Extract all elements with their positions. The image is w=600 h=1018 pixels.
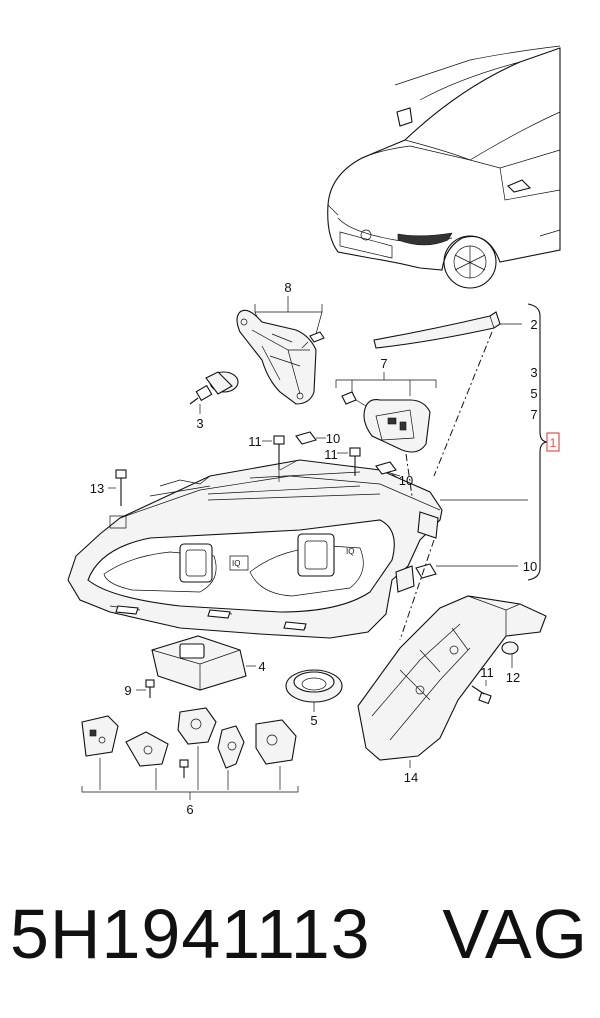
car-illustration bbox=[327, 45, 561, 289]
label-7-list: 7 bbox=[530, 407, 537, 422]
part-4-control-unit bbox=[151, 635, 256, 691]
part-12-nut bbox=[501, 641, 519, 668]
label-14: 14 bbox=[404, 770, 418, 785]
part-13-screw bbox=[108, 469, 127, 506]
assembly-line-1 bbox=[433, 331, 493, 477]
label-10-mid: 10 bbox=[399, 473, 413, 488]
assembly-line-2 bbox=[405, 453, 413, 497]
part-9-screw bbox=[136, 679, 155, 698]
part-11-screws-top bbox=[262, 435, 361, 482]
label-4: 4 bbox=[258, 659, 265, 674]
part-14-support-bracket bbox=[357, 595, 547, 768]
part-2-trim-strip bbox=[373, 311, 522, 349]
part-5-cap bbox=[285, 669, 343, 712]
label-8: 8 bbox=[284, 280, 291, 295]
label-12: 12 bbox=[506, 670, 520, 685]
label-10-top: 10 bbox=[326, 431, 340, 446]
footer: 5H1941113 VAG bbox=[0, 880, 600, 1000]
part-3-actuator-motor bbox=[189, 371, 239, 414]
label-11-left: 11 bbox=[248, 434, 262, 449]
label-11-mid: 11 bbox=[324, 447, 338, 462]
part-7-led-module bbox=[335, 372, 437, 453]
brand-label: VAG bbox=[442, 895, 588, 973]
part-8-mounting-bracket bbox=[236, 296, 325, 405]
label-3-list: 3 bbox=[530, 365, 537, 380]
part-number: 5H1941113 bbox=[10, 895, 371, 973]
label-6: 6 bbox=[186, 802, 193, 817]
part-1-headlight-assembly: IQ IQ bbox=[67, 459, 528, 639]
label-1: 1 bbox=[550, 436, 557, 450]
callout-1-bracket bbox=[527, 303, 560, 581]
part-10-clips bbox=[295, 431, 518, 579]
svg-text:IQ: IQ bbox=[346, 547, 354, 556]
assembly-line-3 bbox=[399, 539, 435, 641]
label-10-right: 10 bbox=[523, 559, 537, 574]
label-13: 13 bbox=[90, 481, 104, 496]
label-11-lower: 11 bbox=[480, 665, 494, 680]
label-2: 2 bbox=[530, 317, 537, 332]
label-7: 7 bbox=[380, 356, 387, 371]
label-3-actuator: 3 bbox=[196, 416, 203, 431]
label-5-list: 5 bbox=[530, 386, 537, 401]
svg-text:IQ: IQ bbox=[232, 559, 240, 568]
part-6-bracket-set bbox=[81, 707, 299, 800]
label-9: 9 bbox=[124, 683, 131, 698]
label-5: 5 bbox=[310, 713, 317, 728]
part-11-screw-lower bbox=[471, 680, 492, 705]
exploded-parts-diagram: IQ IQ bbox=[67, 45, 561, 817]
